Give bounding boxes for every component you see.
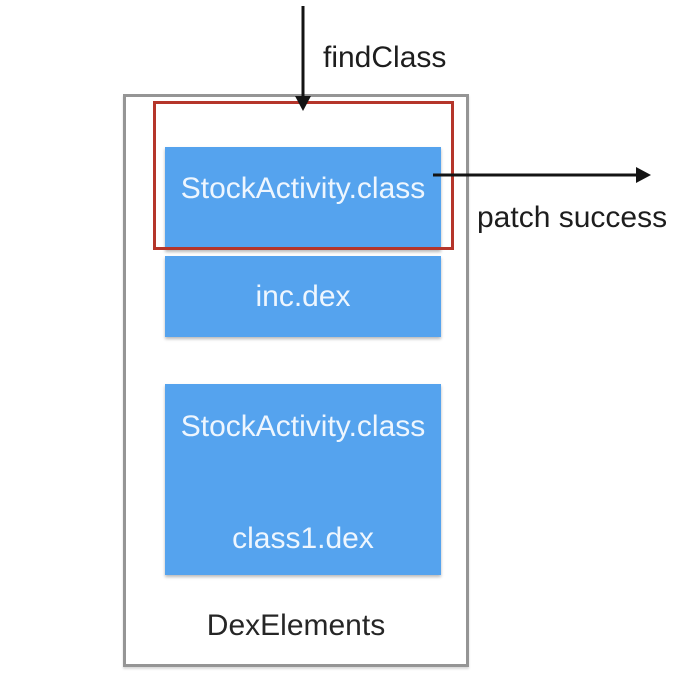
highlight-rect [153, 101, 454, 250]
patch-success-label: patch success [477, 201, 668, 234]
dexelements-container: DexElements [123, 94, 469, 667]
stockactivity-class-box-top: StockActivity.class [165, 147, 441, 250]
inc-dex-box: inc.dex [165, 256, 441, 337]
class1-dex-label: class1.dex [232, 522, 374, 555]
stockactivity-class-label-bottom: StockActivity.class [180, 410, 426, 443]
findclass-label: findClass [323, 41, 447, 74]
class1-dex-box: StockActivity.class class1.dex [165, 384, 441, 575]
dexelements-label: DexElements [206, 609, 386, 642]
inc-dex-label: inc.dex [255, 279, 351, 313]
stockactivity-class-label-top: StockActivity.class [180, 171, 426, 205]
